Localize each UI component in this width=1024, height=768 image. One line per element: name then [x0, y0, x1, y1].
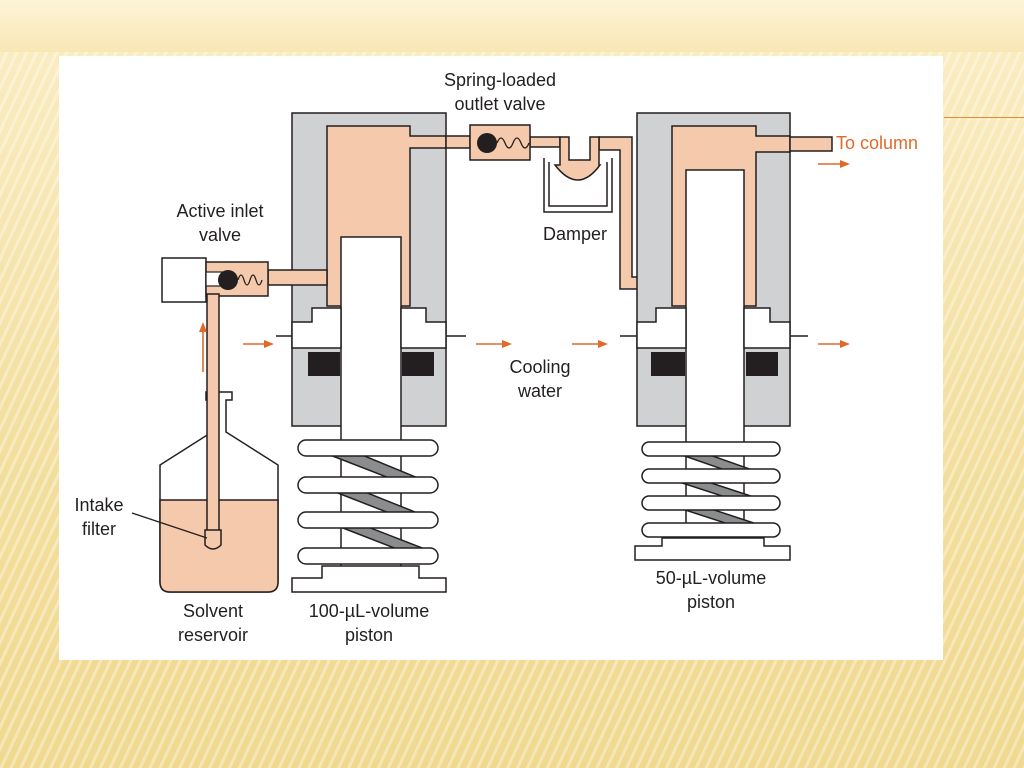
pump-50-seal-left [651, 352, 685, 376]
label-intake-filter-line2: filter [82, 519, 116, 539]
label-intake-filter-line1: Intake [74, 495, 123, 515]
intake-filter [204, 529, 222, 550]
flow-arrows [199, 160, 850, 372]
label-to-column: To column [836, 133, 918, 153]
label-spring-loaded-outlet-valve-line1: Spring-loaded [444, 70, 556, 90]
label-piston-50-line1: 50-µL-volume [656, 568, 766, 588]
intake-tube [206, 293, 220, 535]
pump-100-seal-left [308, 352, 340, 376]
spring-loaded-outlet-valve [469, 124, 531, 161]
label-solvent-reservoir-line2: reservoir [178, 625, 248, 645]
intake-filter-leader [131, 512, 208, 539]
label-active-inlet-valve-line1: Active inlet [176, 201, 263, 221]
label-cooling-water-line2: water [517, 381, 562, 401]
damper [543, 136, 613, 213]
slide-accent-line [944, 117, 1024, 118]
pump-50-seal-right [746, 352, 778, 376]
pump-100-base [291, 565, 447, 593]
label-piston-50-line2: piston [687, 592, 735, 612]
pump-50-spring [641, 441, 781, 538]
outlet-tube-1 [445, 135, 471, 149]
pump-100-seal-collar [276, 307, 466, 349]
column-outlet-tube [789, 136, 833, 152]
active-inlet-valve [161, 257, 269, 303]
label-solvent-reservoir-line1: Solvent [183, 601, 243, 621]
outlet-tube-2 [529, 136, 561, 148]
label-spring-loaded-outlet-valve-line2: outlet valve [454, 94, 545, 114]
label-piston-100-line2: piston [345, 625, 393, 645]
label-active-inlet-valve-line2: valve [199, 225, 241, 245]
pump-100-spring [297, 439, 439, 565]
pump-50-seal-collar [620, 307, 808, 349]
label-damper: Damper [543, 224, 607, 244]
inlet-tube [267, 269, 328, 286]
slide-top-band [0, 0, 1024, 52]
pump-100-seal-right [402, 352, 434, 376]
pump-50-base [634, 537, 791, 561]
label-piston-100-line1: 100-µL-volume [309, 601, 429, 621]
label-cooling-water-line1: Cooling [509, 357, 570, 377]
